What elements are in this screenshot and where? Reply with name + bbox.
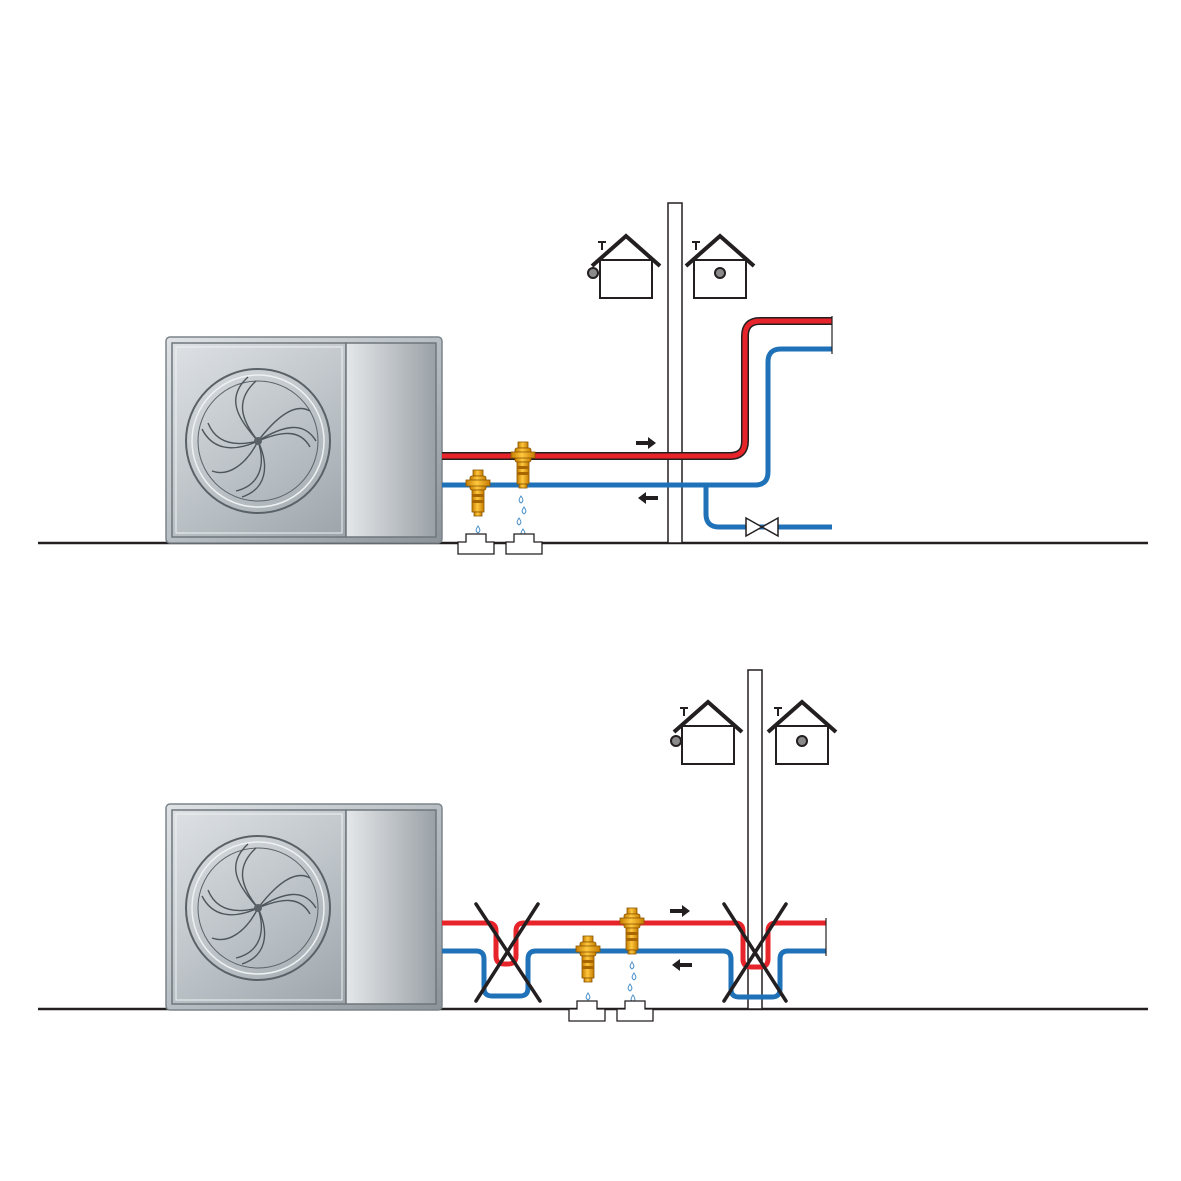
drain-tray-icon [505,533,543,555]
flow-arrow-return-icon [638,492,658,504]
temperature-sensor-indoor-icon [796,735,808,747]
shutoff-valve-icon[interactable] [745,516,779,538]
drain-tray-icon [568,1000,606,1022]
antifreeze-valve-supply-icon[interactable] [619,907,645,955]
hot-pipe [442,317,832,460]
drain-tray-icon [616,1000,654,1022]
flow-arrow-return-icon [672,959,692,971]
cross-out-icon [474,902,542,1003]
flow-arrow-supply-icon [636,437,656,449]
heat-pump-unit-icon [165,336,443,544]
cold-branch-pipe [703,485,832,530]
cross-out-icon [722,902,788,1003]
house-outdoor-icon [590,234,662,300]
panel-wrong-installation [38,669,1148,1022]
house-indoor-icon [766,700,838,766]
wall [747,669,763,1010]
drain-tray-icon [457,533,495,555]
heat-pump-unit-icon [165,803,443,1011]
wall [667,202,683,544]
antifreeze-valve-return-icon[interactable] [465,469,491,517]
temperature-sensor-indoor-icon [714,267,726,279]
flow-arrow-supply-icon [670,905,690,917]
antifreeze-valve-return-icon[interactable] [575,935,601,983]
antifreeze-valve-supply-icon[interactable] [510,441,536,489]
temperature-sensor-outdoor-icon [587,267,599,279]
temperature-sensor-outdoor-icon [670,735,682,747]
house-outdoor-icon [672,700,744,766]
panel-correct-installation [38,202,1148,555]
cold-pipe [442,346,832,488]
